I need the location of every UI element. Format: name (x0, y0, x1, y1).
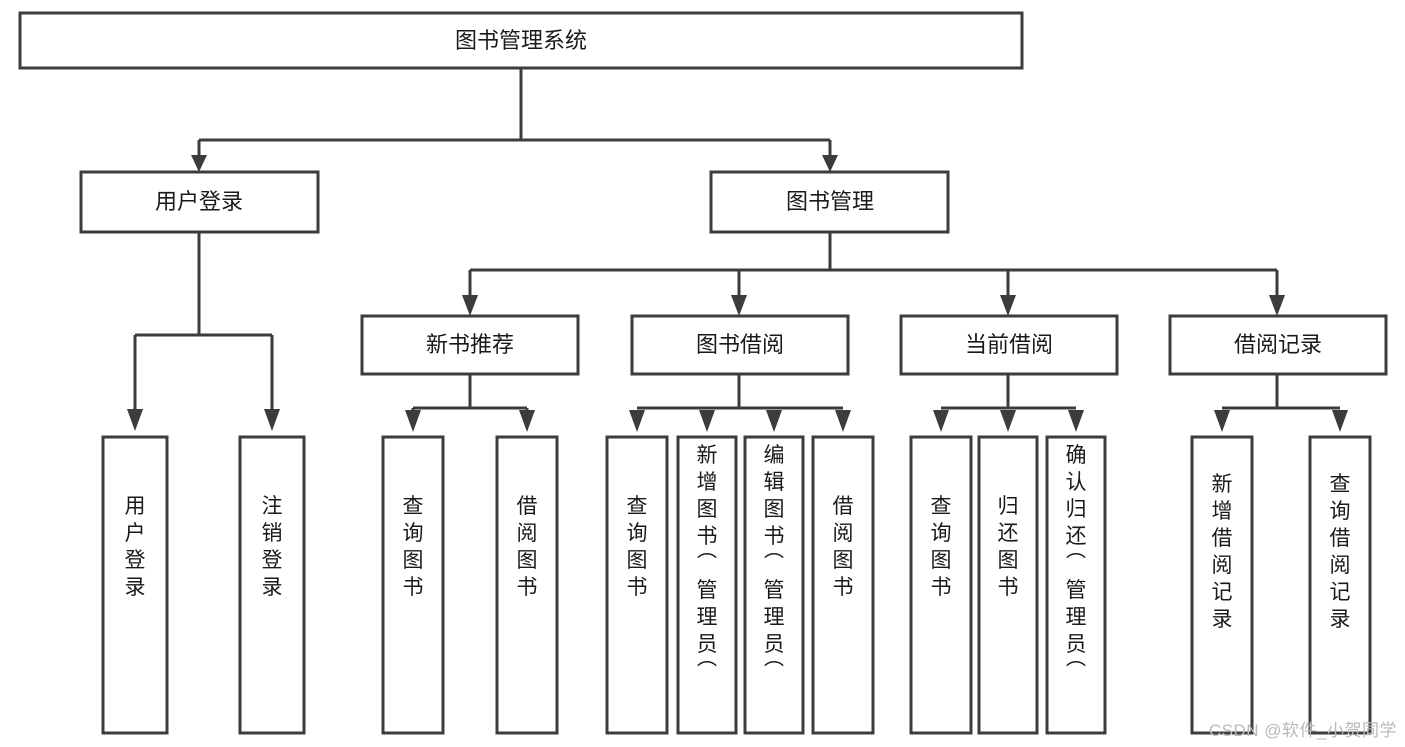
leaf-node-record-query[interactable]: 查询借阅记录 (1308, 435, 1372, 735)
arrow-to-book-manage (822, 155, 838, 172)
arrow-current-borrow-leaf-1 (933, 410, 949, 432)
node-label-current-borrow: 当前借阅 (965, 332, 1053, 357)
arrow-to-leaf-logout (264, 409, 280, 431)
node-box-borrow-record[interactable] (1168, 314, 1388, 376)
arrow-new-book-leaf-2 (519, 410, 535, 432)
arrow-to-new-book (462, 295, 478, 316)
node-label-user-login: 用户登录 (155, 189, 243, 214)
leaf-label-new-book-borrow: 借阅图书 (517, 495, 538, 599)
leaf-box-borrow-query[interactable] (605, 435, 669, 735)
node-label-root-system: 图书管理系统 (455, 28, 587, 53)
connector-group-book-manage (462, 232, 1285, 316)
leaf-box-record-add[interactable] (1190, 435, 1254, 735)
leaf-box-new-book-query[interactable] (381, 435, 445, 735)
leaf-label-borrow-add: 新增图书⌒管理员⌒ (697, 444, 718, 683)
connector-group-borrow-record (1214, 374, 1348, 432)
leaf-node-borrow-book[interactable]: 借阅图书 (811, 435, 875, 735)
leaf-node-current-confirm[interactable]: 确认归还⌒管理员⌒ (1045, 435, 1107, 735)
leaf-box-record-query[interactable] (1308, 435, 1372, 735)
leaf-label-borrow-book: 借阅图书 (833, 495, 854, 599)
csdn-watermark: CSDN @软件_小贺同学 (1208, 721, 1397, 740)
arrow-borrow-leaf-4 (835, 410, 851, 432)
arrow-to-borrow (731, 295, 747, 316)
leaf-label-current-query: 查询图书 (931, 495, 952, 599)
arrow-borrow-record-leaf-1 (1214, 410, 1230, 432)
leaf-box-new-book-borrow[interactable] (495, 435, 559, 735)
leaf-label-new-book-query: 查询图书 (403, 495, 424, 599)
node-new-book-recommend[interactable]: 新书推荐 (360, 314, 580, 376)
arrow-current-borrow-leaf-3 (1068, 410, 1084, 432)
leaf-node-borrow-add[interactable]: 新增图书⌒管理员⌒ (676, 435, 738, 735)
leaf-node-record-add[interactable]: 新增借阅记录 (1190, 435, 1254, 735)
arrow-to-user-login (191, 155, 207, 172)
leaf-box-logout[interactable] (238, 435, 306, 735)
leaf-label-record-add: 新增借阅记录 (1212, 473, 1233, 631)
leaf-label-borrow-query: 查询图书 (627, 495, 648, 599)
leaf-box-borrow-edit[interactable] (743, 435, 805, 735)
node-label-book-manage: 图书管理 (786, 189, 874, 214)
leaf-node-new-book-query[interactable]: 查询图书 (381, 435, 445, 735)
arrow-new-book-leaf-1 (405, 410, 421, 432)
leaf-node-new-book-borrow[interactable]: 借阅图书 (495, 435, 559, 735)
node-box-new-book-recommend[interactable] (360, 314, 580, 376)
node-book-manage[interactable]: 图书管理 (709, 170, 950, 234)
leaf-node-borrow-edit[interactable]: 编辑图书⌒管理员⌒ (743, 435, 805, 735)
leaf-box-current-query[interactable] (909, 435, 973, 735)
node-box-book-borrow[interactable] (630, 314, 850, 376)
node-user-login[interactable]: 用户登录 (79, 170, 320, 234)
connector-group-current-borrow (933, 374, 1084, 432)
leaf-box-current-confirm[interactable] (1045, 435, 1107, 735)
node-label-new-book-recommend: 新书推荐 (426, 332, 514, 357)
node-borrow-record[interactable]: 借阅记录 (1168, 314, 1388, 376)
leaf-node-user-login[interactable]: 用户登录 (101, 435, 169, 735)
node-label-borrow-record: 借阅记录 (1234, 332, 1322, 357)
leaf-label-user-login: 用户登录 (125, 495, 146, 599)
arrow-current-borrow-leaf-2 (1000, 410, 1016, 432)
arrow-borrow-record-leaf-2 (1332, 410, 1348, 432)
arrow-to-current-borrow (1000, 295, 1016, 316)
node-label-book-borrow: 图书借阅 (696, 332, 784, 357)
leaf-box-current-return[interactable] (977, 435, 1039, 735)
leaf-node-current-return[interactable]: 归还图书 (977, 435, 1039, 735)
node-box-current-borrow[interactable] (899, 314, 1119, 376)
arrow-to-leaf-user-login (127, 409, 143, 431)
leaf-label-logout: 注销登录 (262, 495, 283, 599)
node-book-borrow[interactable]: 图书借阅 (630, 314, 850, 376)
node-box-user-login[interactable] (79, 170, 320, 234)
leaf-label-current-return: 归还图书 (998, 495, 1019, 599)
connector-group-new-book (405, 374, 535, 432)
arrow-borrow-leaf-2 (699, 410, 715, 432)
node-current-borrow[interactable]: 当前借阅 (899, 314, 1119, 376)
node-root-system[interactable]: 图书管理系统 (18, 11, 1024, 70)
leaf-label-borrow-edit: 编辑图书⌒管理员⌒ (764, 444, 785, 683)
leaf-label-current-confirm: 确认归还⌒管理员⌒ (1066, 444, 1087, 683)
leaf-box-user-login[interactable] (101, 435, 169, 735)
leaf-box-borrow-add[interactable] (676, 435, 738, 735)
leaf-node-logout[interactable]: 注销登录 (238, 435, 306, 735)
node-box-book-manage[interactable] (709, 170, 950, 234)
arrow-borrow-leaf-3 (766, 410, 782, 432)
connector-group-user-login (127, 232, 280, 431)
arrow-to-borrow-record (1269, 295, 1285, 316)
leaf-box-borrow-book[interactable] (811, 435, 875, 735)
node-box-root-system[interactable] (18, 11, 1024, 70)
leaf-label-record-query: 查询借阅记录 (1330, 473, 1351, 631)
connector-group-root (191, 68, 838, 172)
arrow-borrow-leaf-1 (629, 410, 645, 432)
leaf-node-borrow-query[interactable]: 查询图书 (605, 435, 669, 735)
connector-group-borrow (629, 374, 851, 432)
leaf-node-current-query[interactable]: 查询图书 (909, 435, 973, 735)
